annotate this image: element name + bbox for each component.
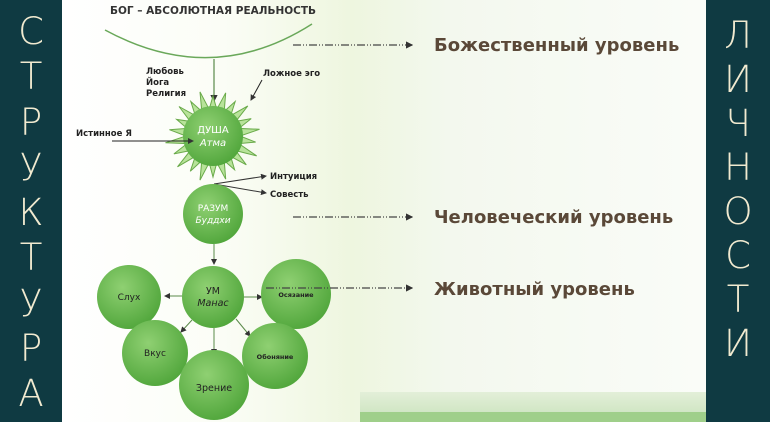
level-pointers: [266, 41, 414, 292]
title-letter: Ч: [725, 102, 751, 145]
divine-level-label: Божественный уровень: [434, 35, 680, 56]
title-letter: И: [724, 322, 752, 365]
path-love: Любовь: [146, 66, 184, 77]
hearing-circle: [97, 265, 161, 329]
title-letter: Н: [724, 146, 752, 189]
hearing-label: Слух: [118, 293, 141, 303]
path-yoga: Йога: [146, 76, 169, 88]
title-letter: И: [724, 58, 752, 101]
title-letter: К: [18, 191, 44, 234]
intellect-subtitle: Буддхи: [195, 216, 230, 226]
intuition-label: Интуиция: [270, 172, 317, 182]
title-letter: О: [723, 190, 753, 233]
animal-level-label: Животный уровень: [434, 279, 635, 300]
right-vertical-title: Л И Ч Н О С Т И: [706, 0, 770, 422]
soul-title: ДУША: [197, 125, 229, 136]
intellect-title: РАЗУМ: [198, 204, 229, 214]
title-letter: С: [18, 10, 44, 53]
title-letter: Р: [19, 100, 43, 144]
intuition-arrow: [213, 173, 267, 185]
title-letter: А: [18, 372, 44, 415]
title-letter: С: [725, 234, 751, 277]
taste-circle: [122, 320, 188, 386]
left-vertical-title: С Т Р У К Т У Р А: [0, 0, 62, 422]
conscience-arrow: [213, 183, 267, 196]
god-label: БОГ – АБСОЛЮТНАЯ РЕАЛЬНОСТЬ: [110, 5, 316, 17]
title-letter: Т: [19, 236, 43, 280]
god-arc: [104, 23, 313, 59]
mind-circle: [182, 266, 244, 328]
title-letter: У: [19, 145, 43, 189]
smell-label: Обоняние: [257, 353, 294, 361]
soul-circle: [183, 106, 243, 166]
false-ego-label: Ложное эго: [263, 69, 320, 79]
mind-title: УМ: [206, 286, 220, 297]
bottom-band-accent: [360, 412, 706, 422]
human-level-label: Человеческий уровень: [434, 207, 674, 228]
sight-circle: [179, 350, 249, 420]
sight-label: Зрение: [196, 383, 232, 394]
false-ego-pointer: [250, 79, 263, 101]
touch-label: Осязание: [278, 291, 314, 299]
true-self-label: Истинное Я: [76, 129, 132, 139]
conscience-label: Совесть: [270, 190, 309, 200]
title-letter: Л: [724, 14, 752, 57]
title-letter: Т: [19, 55, 43, 99]
smell-circle: [242, 323, 308, 389]
title-letter: Т: [726, 278, 750, 321]
touch-circle: [261, 259, 331, 329]
title-letter: У: [19, 281, 43, 325]
mind-subtitle: Манас: [197, 298, 229, 309]
sense-arrows: [164, 293, 263, 355]
taste-label: Вкус: [144, 349, 166, 359]
soul-subtitle: Атма: [199, 138, 226, 149]
intellect-circle: [183, 184, 243, 244]
title-letter: Р: [19, 326, 43, 370]
path-religion: Религия: [146, 89, 186, 99]
